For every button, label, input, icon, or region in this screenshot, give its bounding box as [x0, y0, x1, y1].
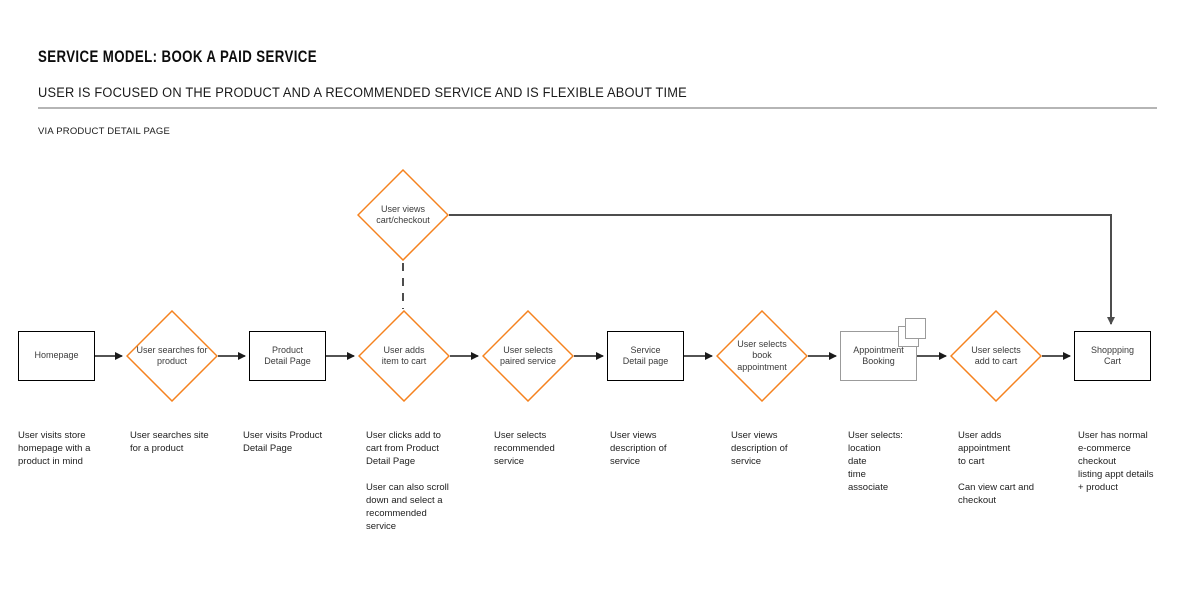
step-description-8: User selects: location date time associa…: [848, 430, 903, 493]
step-description-7: User views description of service: [731, 430, 788, 467]
node-user-adds-item-to-cart[interactable]: User adds item to cart: [358, 310, 450, 402]
connector-viewscart-to-cart: [449, 214, 1115, 325]
section-label: VIA PRODUCT DETAIL PAGE: [38, 126, 171, 137]
step-description-10: User has normal e-commerce checkout list…: [1078, 430, 1154, 493]
step-description-1: User visits store homepage with a produc…: [18, 430, 91, 467]
node-shopping-cart[interactable]: Shoppping Cart: [1074, 331, 1151, 381]
diamond-shape: [358, 310, 450, 402]
diamond-label: User selects book appointment: [737, 338, 787, 372]
diamond-label: User selects paired service: [499, 344, 557, 367]
diamond-label: User adds item to cart: [381, 344, 427, 367]
diamond-shape: [716, 310, 808, 402]
page-title: SERVICE MODEL: BOOK A PAID SERVICE: [38, 47, 317, 66]
node-homepage[interactable]: Homepage: [18, 331, 95, 381]
node-user-selects-add-to-cart[interactable]: User selects add to cart: [950, 310, 1042, 402]
diamond-shape: [357, 169, 449, 261]
diamond-shape: [482, 310, 574, 402]
diamond-label: User searches for product: [136, 344, 208, 367]
diamond-label: User selects add to cart: [971, 344, 1021, 367]
diamond-shape: [126, 310, 218, 402]
overlap-square-front: [905, 318, 926, 339]
step-description-5: User selects recommended service: [494, 430, 555, 467]
step-description-9: User adds appointment to cart Can view c…: [958, 430, 1035, 506]
header-divider: [38, 107, 1157, 109]
step-description-2: User searches site for a product: [130, 430, 209, 454]
node-user-selects-paired-service[interactable]: User selects paired service: [482, 310, 574, 402]
page-subtitle: USER IS FOCUSED ON THE PRODUCT AND A REC…: [38, 85, 687, 100]
node-product-detail-page[interactable]: Product Detail Page: [249, 331, 326, 381]
node-user-views-cart-checkout[interactable]: User views cart/checkout: [357, 169, 449, 261]
diamond-shape: [950, 310, 1042, 402]
node-service-detail-page[interactable]: Service Detail page: [607, 331, 684, 381]
node-user-selects-book-appointment[interactable]: User selects book appointment: [716, 310, 808, 402]
node-user-searches-product[interactable]: User searches for product: [126, 310, 218, 402]
diamond-label: User views cart/checkout: [376, 203, 430, 226]
step-description-3: User visits Product Detail Page: [243, 430, 323, 454]
step-description-6: User views description of service: [610, 430, 667, 467]
step-description-4: User clicks add to cart from Product Det…: [366, 430, 449, 532]
